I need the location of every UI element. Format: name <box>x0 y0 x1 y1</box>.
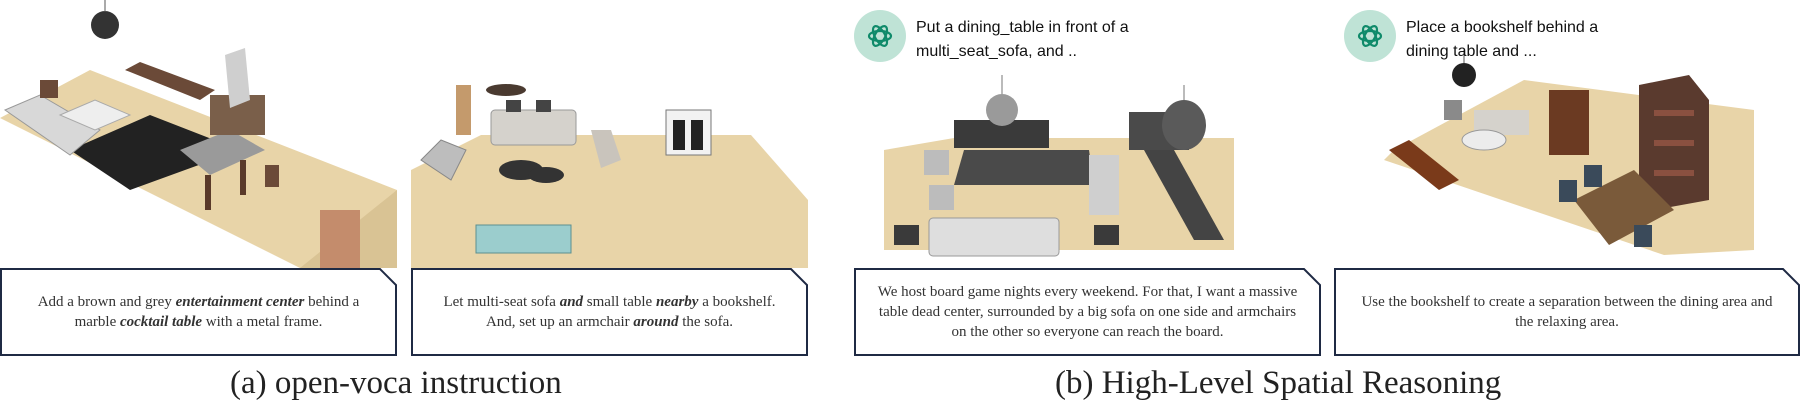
instruction-text-1: Add a brown and grey entertainment cente… <box>18 268 379 356</box>
room-render-1 <box>0 0 397 268</box>
panel-b2: Place a bookshelf behind a dining table … <box>1334 0 1800 356</box>
instruction-fragment: Let multi-seat sofa <box>443 294 560 310</box>
emphasized-phrase: around <box>633 314 679 330</box>
instruction-callout-2: Let multi-seat sofa and small table near… <box>411 268 808 356</box>
panel-a2: Let multi-seat sofa and small table near… <box>411 0 808 356</box>
room-render-2 <box>411 0 808 268</box>
room-render-4 <box>1334 0 1800 268</box>
chat-bubble-4: Place a bookshelf behind a dining table … <box>1344 10 1626 64</box>
emphasized-phrase: entertainment center <box>175 294 305 310</box>
instruction-segments-1: Add a brown and grey entertainment cente… <box>18 292 379 332</box>
caption-b: (b) High-Level Spatial Reasoning <box>1055 365 1502 401</box>
panel-b1: Put a dining_table in front of a multi_s… <box>854 0 1321 356</box>
instruction-fragment: a bookshelf. And, set up an armchair <box>485 294 776 330</box>
instruction-segments-4: Use the bookshelf to create a separation… <box>1352 292 1782 332</box>
instruction-segments-3: We host board game nights every weekend.… <box>872 282 1303 342</box>
openai-logo-icon <box>854 10 906 62</box>
instruction-text-4: Use the bookshelf to create a separation… <box>1352 268 1782 356</box>
instruction-callout-4: Use the bookshelf to create a separation… <box>1334 268 1800 356</box>
instruction-callout-1: Add a brown and grey entertainment cente… <box>0 268 397 356</box>
panel-a1: Add a brown and grey entertainment cente… <box>0 0 397 356</box>
openai-logo-icon <box>1344 10 1396 62</box>
instruction-fragment: Use the bookshelf to create a separation… <box>1361 294 1773 330</box>
instruction-fragment: We host board game nights every weekend.… <box>877 284 1298 340</box>
instruction-text-2: Let multi-seat sofa and small table near… <box>429 268 790 356</box>
chat-bubble-3: Put a dining_table in front of a multi_s… <box>854 10 1136 64</box>
instruction-fragment: behind a marble <box>74 294 360 330</box>
caption-a: (a) open-voca instruction <box>230 365 562 401</box>
chat-prompt-3: Put a dining_table in front of a multi_s… <box>916 19 1129 60</box>
room-render-3 <box>854 0 1321 268</box>
instruction-fragment: Add a brown and grey <box>37 294 176 310</box>
emphasized-phrase: nearby <box>655 294 699 310</box>
emphasized-phrase: and <box>559 294 584 310</box>
emphasized-phrase: cocktail table <box>119 314 203 330</box>
instruction-callout-3: We host board game nights every weekend.… <box>854 268 1321 356</box>
instruction-fragment: with a metal frame. <box>202 314 323 330</box>
instruction-segments-2: Let multi-seat sofa and small table near… <box>429 292 790 332</box>
chat-prompt-4: Place a bookshelf behind a dining table … <box>1406 19 1599 60</box>
instruction-fragment: the sofa. <box>678 314 734 330</box>
instruction-text-3: We host board game nights every weekend.… <box>872 268 1303 356</box>
instruction-fragment: small table <box>583 294 656 310</box>
